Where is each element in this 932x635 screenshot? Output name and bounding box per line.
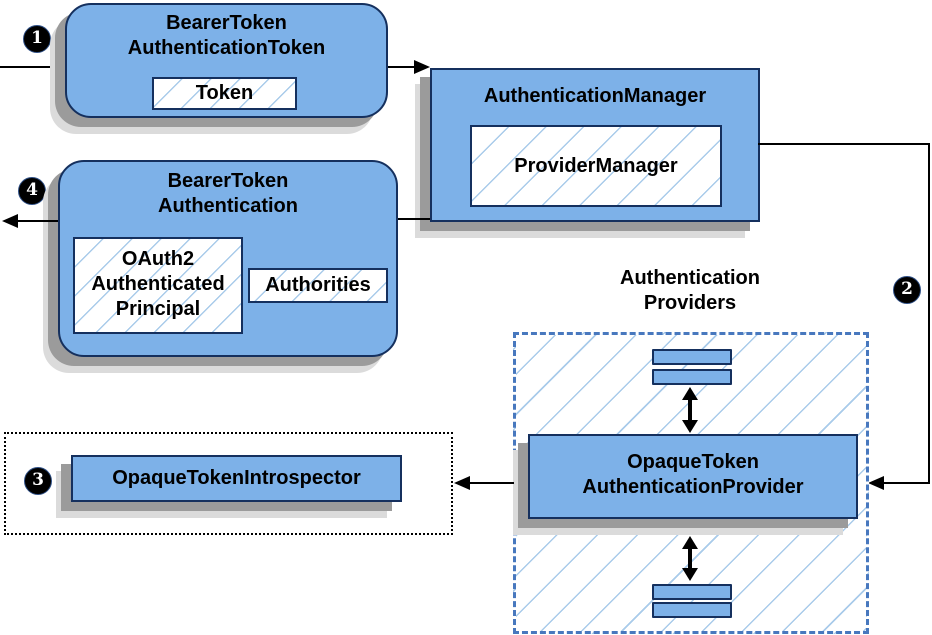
opaque-token-introspector-group: 3 OpaqueTokenIntrospector <box>4 432 453 535</box>
step1-request-line <box>0 66 65 68</box>
opaque-token-authentication-provider-title: OpaqueToken AuthenticationProvider <box>582 451 804 498</box>
step2-line-vertical <box>928 143 930 484</box>
opaque-token-authentication-provider-node: OpaqueToken AuthenticationProvider <box>528 434 858 519</box>
step3-badge: 3 <box>24 467 52 495</box>
provider-chain-arrow-shaft <box>688 399 692 421</box>
bearer-token-authentication-node: BearerToken Authentication OAuth2 Authen… <box>58 160 398 357</box>
provider-slot-bar <box>652 349 732 365</box>
authentication-manager-node: AuthenticationManager ProviderManager <box>430 68 760 222</box>
provider-slot-bar <box>652 584 732 600</box>
opaque-token-introspector-title: OpaqueTokenIntrospector <box>112 467 361 489</box>
step1-to-manager-arrowhead-icon <box>414 60 430 74</box>
provider-chain-arrow-down-icon <box>682 420 698 433</box>
opaque-token-introspector-node: OpaqueTokenIntrospector <box>71 455 402 502</box>
provider-manager-box: ProviderManager <box>470 125 722 207</box>
step4-badge: 4 <box>18 177 46 205</box>
bearer-token-authentication-title: BearerToken Authentication <box>158 170 298 217</box>
bearer-token-authentication-token-title: BearerToken AuthenticationToken <box>127 12 326 59</box>
manager-to-authentication-line <box>398 218 430 220</box>
authentication-providers-group: OpaqueToken AuthenticationProvider <box>513 332 869 634</box>
step1-badge: 1 <box>23 25 51 53</box>
provider-slot-bar <box>652 602 732 618</box>
step4-result-line <box>14 220 58 222</box>
step4-result-arrowhead-icon <box>2 214 18 228</box>
provider-chain-arrow-shaft <box>688 548 692 570</box>
authorities-box: Authorities <box>248 268 388 303</box>
authentication-manager-title: AuthenticationManager <box>483 85 707 107</box>
provider-chain-arrow-up-icon <box>682 536 698 549</box>
provider-chain-arrow-up-icon <box>682 387 698 400</box>
provider-slot-bar <box>652 369 732 385</box>
step2-line-horizontal-bottom <box>884 482 930 484</box>
provider-chain-arrow-down-icon <box>682 568 698 581</box>
authentication-providers-label: Authentication Providers <box>620 267 760 314</box>
step2-arrowhead-icon <box>868 476 884 490</box>
step3-arrowhead-icon <box>454 476 470 490</box>
token-box: Token <box>152 77 297 110</box>
step2-line-horizontal-top <box>758 143 930 145</box>
oauth2-authenticated-principal-box: OAuth2 Authenticated Principal <box>73 237 243 334</box>
step2-badge: 2 <box>893 276 921 304</box>
step1-to-manager-line <box>388 66 416 68</box>
step3-line <box>470 482 514 484</box>
bearer-token-authentication-token-node: BearerToken AuthenticationToken Token <box>65 3 388 118</box>
